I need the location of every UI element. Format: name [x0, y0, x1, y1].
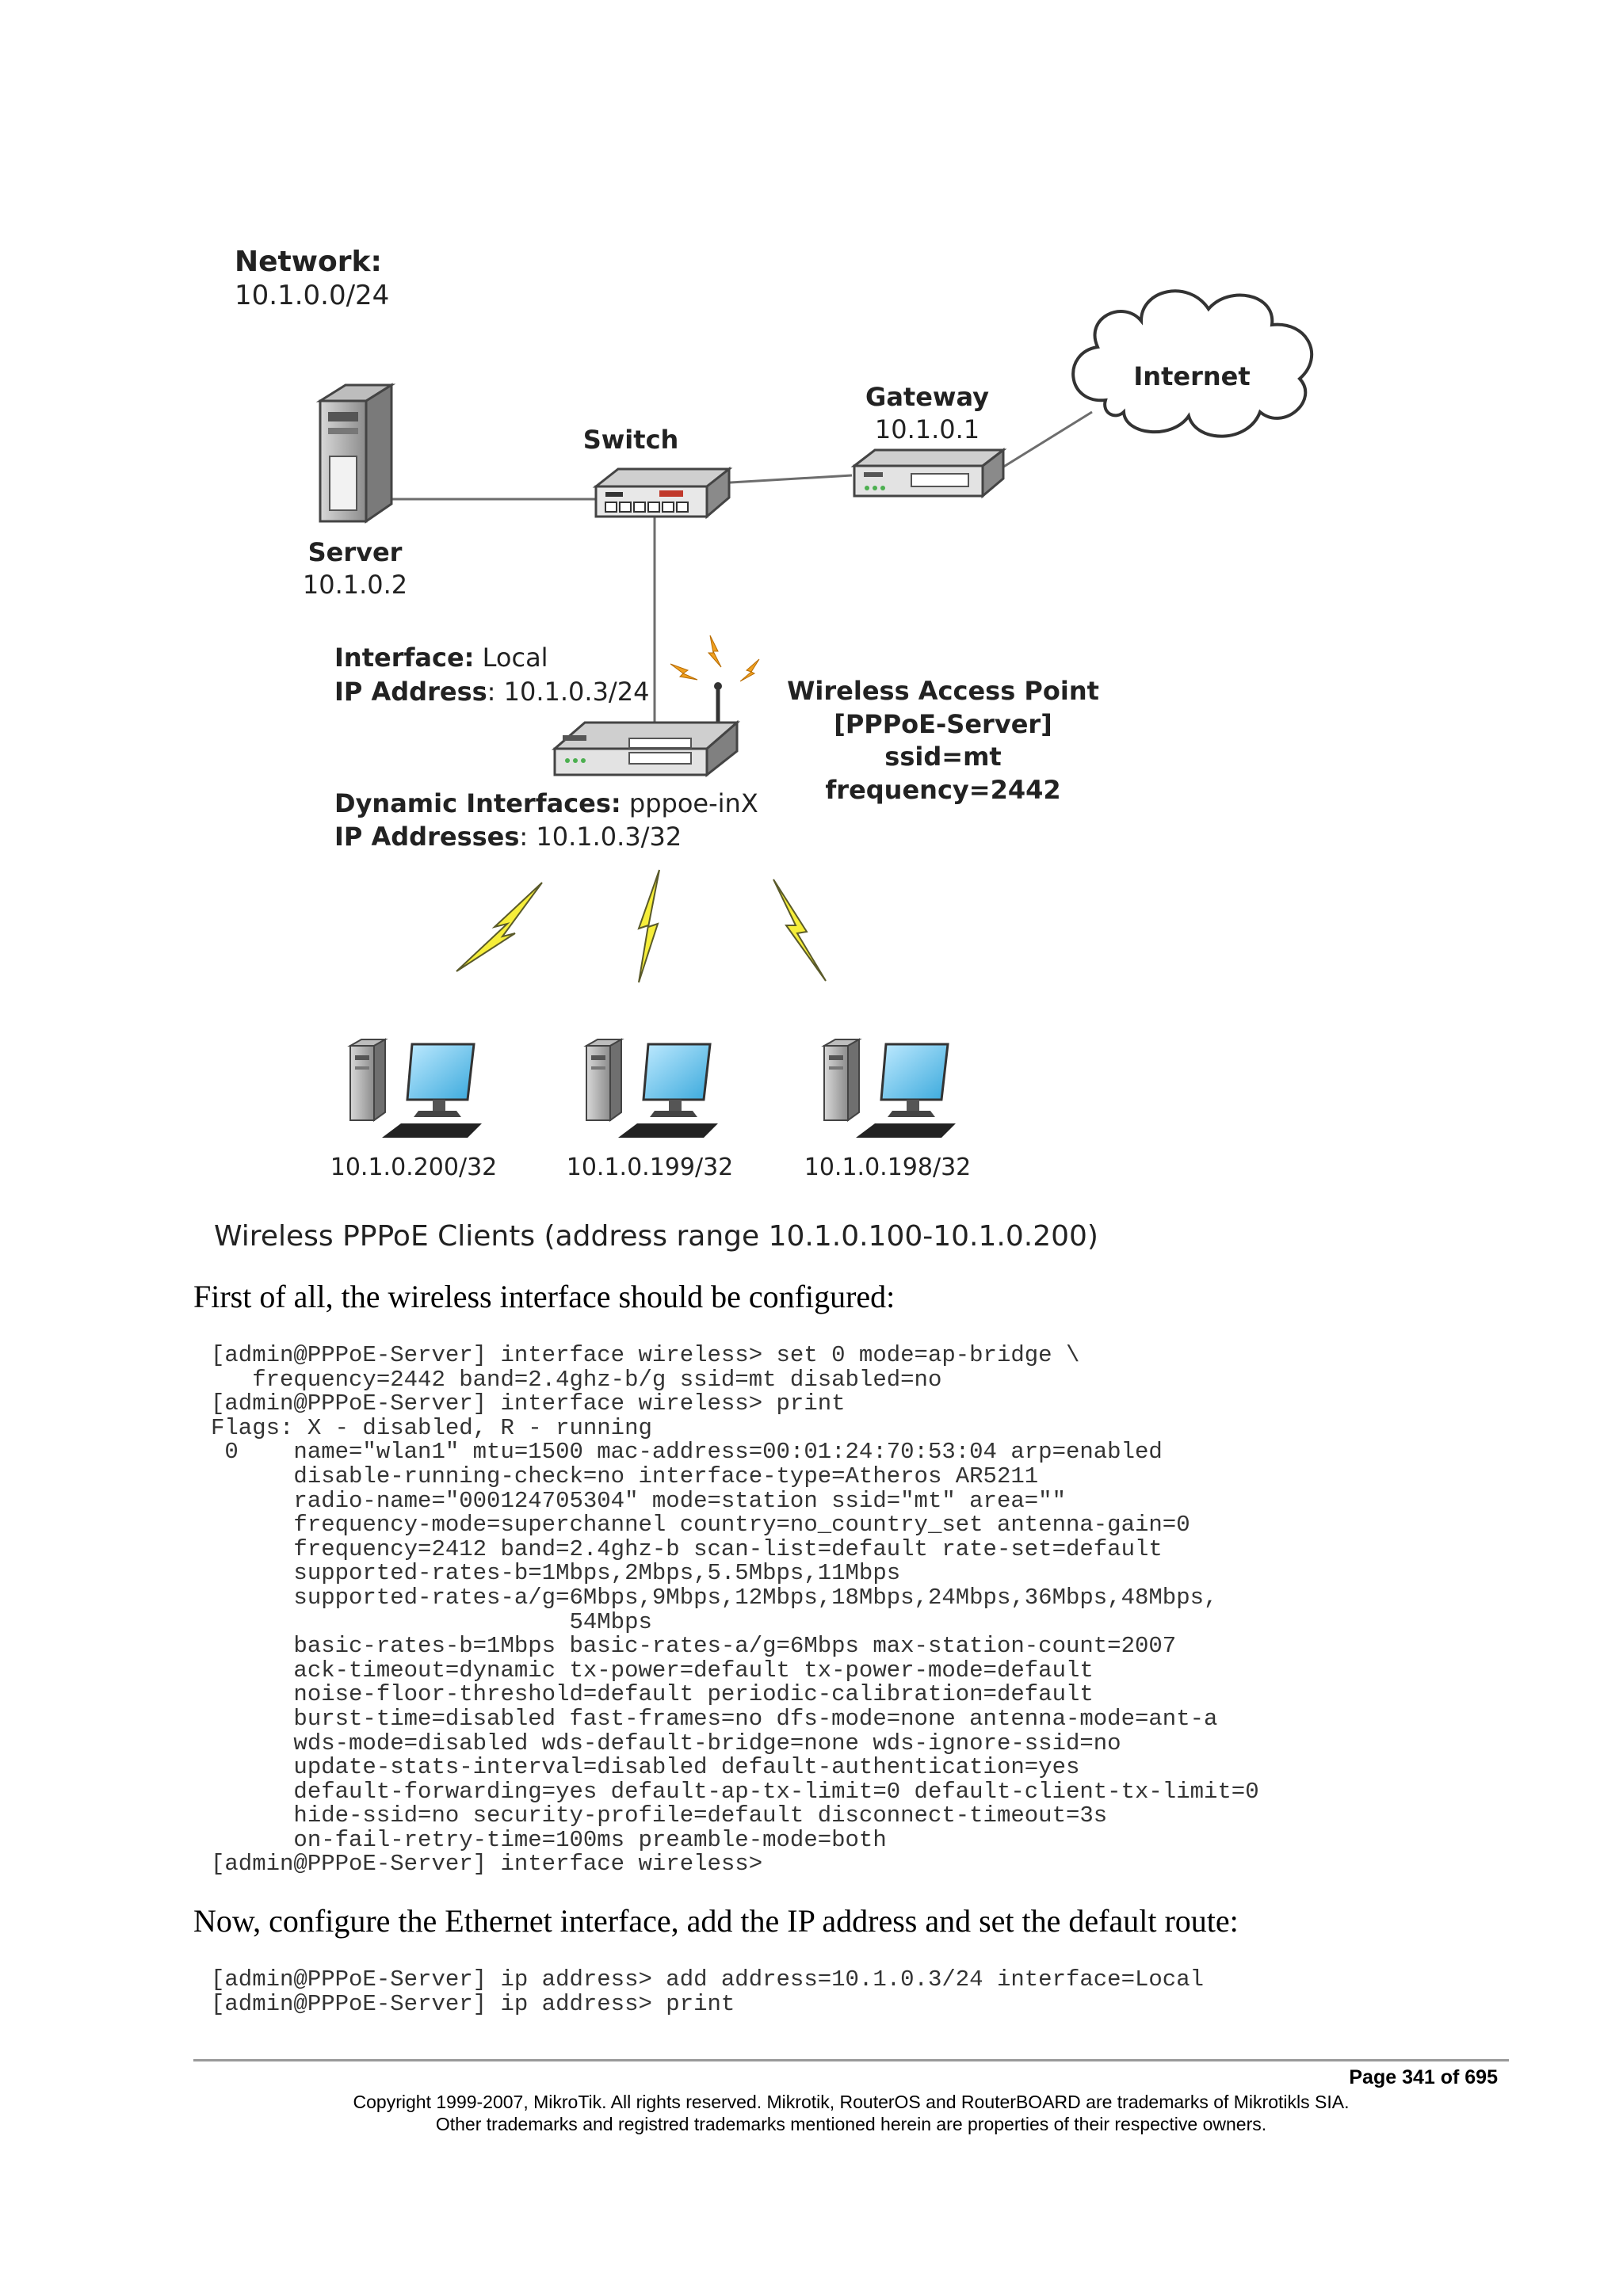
ethernet-paragraph: Now, configure the Ethernet interface, a…: [193, 1903, 1239, 1939]
page-number: Page 341 of 695: [1349, 2066, 1498, 2088]
interface-line: Interface: Local: [334, 643, 548, 673]
internet-cloud-icon: [1071, 289, 1314, 438]
server-ip: 10.1.0.2: [303, 570, 407, 600]
intro-paragraph: First of all, the wireless interface sho…: [193, 1279, 896, 1314]
client-computer-icon: [347, 1038, 482, 1138]
interface-key: Interface:: [334, 643, 474, 673]
client-ip-1: 10.1.0.200/32: [330, 1154, 498, 1181]
ap-role: [PPPoE-Server]: [834, 709, 1052, 739]
server-icon: [315, 383, 396, 524]
gateway-ip: 10.1.0.1: [875, 414, 980, 444]
diagram-caption: Wireless PPPoE Clients (address range 10…: [214, 1220, 1098, 1253]
client-computer-icon: [583, 1038, 718, 1138]
signal-spark-icon: [670, 635, 760, 682]
ap-frequency: frequency=2442: [825, 775, 1060, 805]
ip-address-value: : 10.1.0.3/24: [487, 677, 650, 707]
ip-addresses-line: IP Addresses: 10.1.0.3/32: [334, 822, 682, 852]
ap-title: Wireless Access Point: [787, 676, 1099, 706]
network-address: 10.1.0.0/24: [235, 280, 389, 311]
internet-label: Internet: [1133, 361, 1250, 391]
connection-lines: [388, 410, 1093, 735]
footer-divider: [193, 2059, 1509, 2061]
switch-label: Switch: [583, 425, 679, 455]
network-diagram: Network: 10.1.0.0/24 Internet Gateway 10…: [214, 246, 1314, 1253]
ap-ssid: ssid=mt: [884, 742, 1001, 772]
wireless-link-icon: [456, 869, 827, 983]
copyright-line-2: Other trademarks and registred trademark…: [435, 2114, 1267, 2134]
ip-address-line: IP Address: 10.1.0.3/24: [334, 677, 649, 707]
code-block-ip-address: [admin@PPPoE-Server] ip address> add add…: [211, 1966, 1205, 2017]
server-label: Server: [308, 537, 403, 567]
ip-address-key: IP Address: [334, 677, 487, 707]
dynamic-interfaces-line: Dynamic Interfaces: pppoe-inX: [334, 788, 758, 818]
dynamic-interfaces-value: pppoe-inX: [621, 788, 758, 818]
client-ip-3: 10.1.0.198/32: [804, 1154, 972, 1181]
dynamic-interfaces-key: Dynamic Interfaces:: [334, 788, 621, 818]
interface-value: Local: [474, 643, 548, 673]
ip-addresses-key: IP Addresses: [334, 822, 519, 852]
gateway-label: Gateway: [865, 382, 989, 412]
code-block-wireless: [admin@PPPoE-Server] interface wireless>…: [211, 1342, 1259, 1878]
ip-addresses-value: : 10.1.0.3/32: [519, 822, 682, 852]
network-label: Network:: [235, 246, 382, 278]
copyright-line-1: Copyright 1999-2007, MikroTik. All right…: [353, 2092, 1350, 2112]
gateway-router-icon: [850, 447, 1007, 499]
client-computer-icon: [821, 1038, 956, 1138]
access-point-icon: [551, 682, 741, 778]
client-ip-2: 10.1.0.199/32: [567, 1154, 734, 1181]
switch-icon: [592, 466, 733, 520]
